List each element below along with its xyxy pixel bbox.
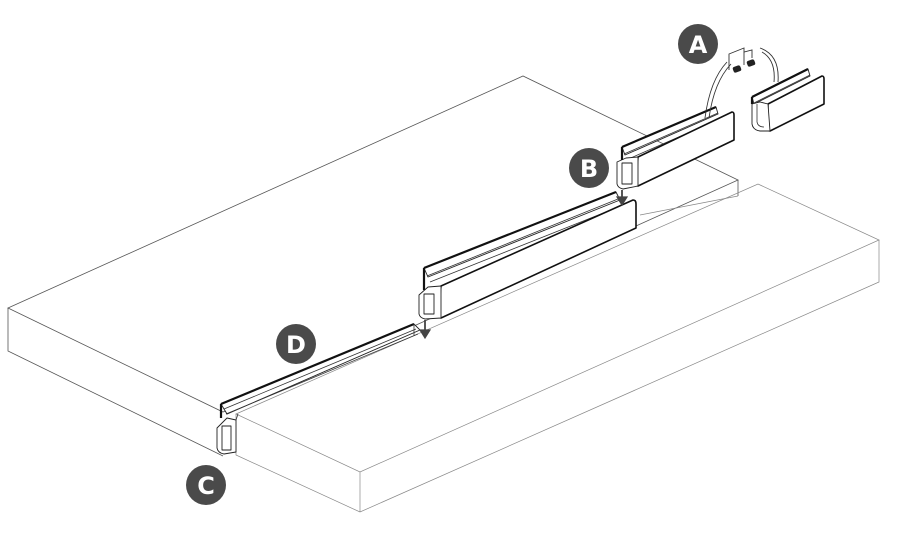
callout-badge-c: C — [186, 465, 226, 505]
upper-rail — [616, 105, 735, 190]
drop-arrow-upper — [615, 190, 629, 207]
callout-label-a: A — [689, 31, 708, 59]
connector-clip — [704, 47, 779, 119]
callout-badge-a: A — [678, 24, 718, 64]
callout-label-c: C — [197, 472, 215, 500]
end-cap — [216, 413, 239, 455]
middle-rail — [418, 190, 637, 320]
base-rail — [219, 322, 421, 418]
upper-slab — [7, 75, 739, 457]
end-piece — [750, 68, 825, 132]
callout-label-d: D — [286, 331, 306, 359]
callout-badge-d: D — [276, 324, 316, 364]
drop-arrow-lower — [418, 320, 432, 340]
callout-badge-b: B — [569, 148, 609, 188]
callout-label-b: B — [580, 155, 598, 183]
